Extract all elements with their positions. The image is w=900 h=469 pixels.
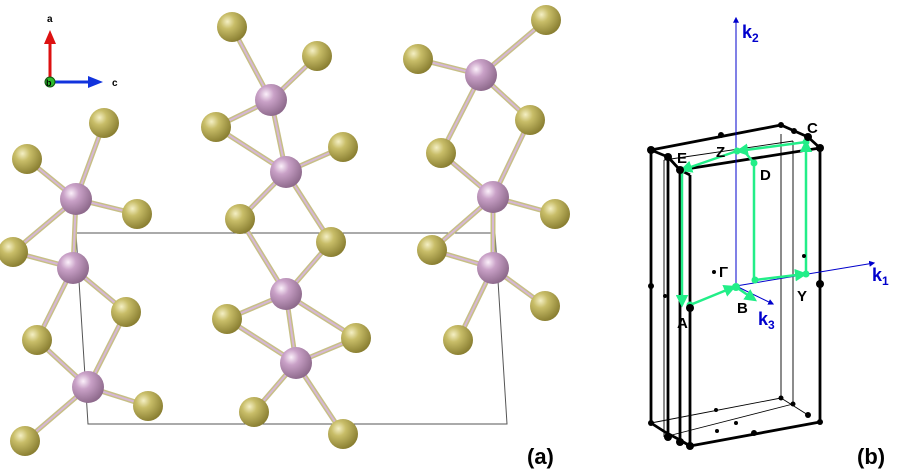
atom-pink [465,59,497,91]
atom-pink [280,347,312,379]
atom-yellow [443,325,473,355]
point-label-Y: Y [797,288,807,305]
b-axis-label: b [46,78,52,88]
atom-pink [477,252,509,284]
atom-yellow [12,144,42,174]
panel-a-label: (a) [527,444,554,469]
axis-indicator: a b c [44,14,118,89]
k2-axis-label: k2 [742,22,759,45]
atom-group [0,5,570,456]
a-axis-arrowhead [44,30,56,44]
zone-hidden-edges [650,134,809,438]
atom-yellow [540,199,570,229]
atom-yellow [530,291,560,321]
high-symmetry-path [675,139,813,308]
atom-pink [270,156,302,188]
atom-yellow [0,237,28,267]
point-label-A: A [677,315,688,332]
atom-yellow [515,105,545,135]
atom-pink [255,84,287,116]
crystal-structure-panel: a b c (a) [0,5,570,469]
atom-yellow [89,108,119,138]
atom-yellow [426,138,456,168]
zone-vertices [647,122,824,450]
point-label-Gamma: Γ [719,264,728,281]
atom-yellow [341,323,371,353]
k1-axis-label: k1 [872,265,889,288]
atom-yellow [417,235,447,265]
atom-yellow [403,44,433,74]
atom-yellow [212,304,242,334]
atom-yellow [531,5,561,35]
atom-yellow [328,132,358,162]
c-axis-label: c [112,78,118,89]
atom-pink [57,252,89,284]
a-axis-label: a [47,14,53,25]
point-label-Z: Z [716,144,725,161]
atom-yellow [328,419,358,449]
high-symmetry-labels: E Z C D Γ B Y A [677,120,818,332]
atom-yellow [22,325,52,355]
c-axis-arrowhead [88,76,103,88]
atom-pink [270,278,302,310]
point-label-B: B [737,300,748,317]
atom-pink [72,371,104,403]
atom-yellow [10,426,40,456]
atom-yellow [201,112,231,142]
atom-yellow [225,204,255,234]
atom-yellow [111,297,141,327]
unit-cell-outline [75,232,508,425]
atom-yellow [122,199,152,229]
point-label-C: C [807,120,818,137]
panel-b-label: (b) [857,444,885,469]
atom-pink [477,181,509,213]
b-axis-dot [44,76,56,88]
atom-yellow [217,12,247,42]
brillouin-zone-panel: k2 k1 k3 [647,16,889,469]
atom-yellow [316,227,346,257]
atom-yellow [239,397,269,427]
point-label-D: D [760,167,771,184]
atom-yellow [133,391,163,421]
point-label-E: E [677,150,687,167]
atom-yellow [302,41,332,71]
k3-axis-label: k3 [758,309,775,332]
atom-pink [60,183,92,215]
